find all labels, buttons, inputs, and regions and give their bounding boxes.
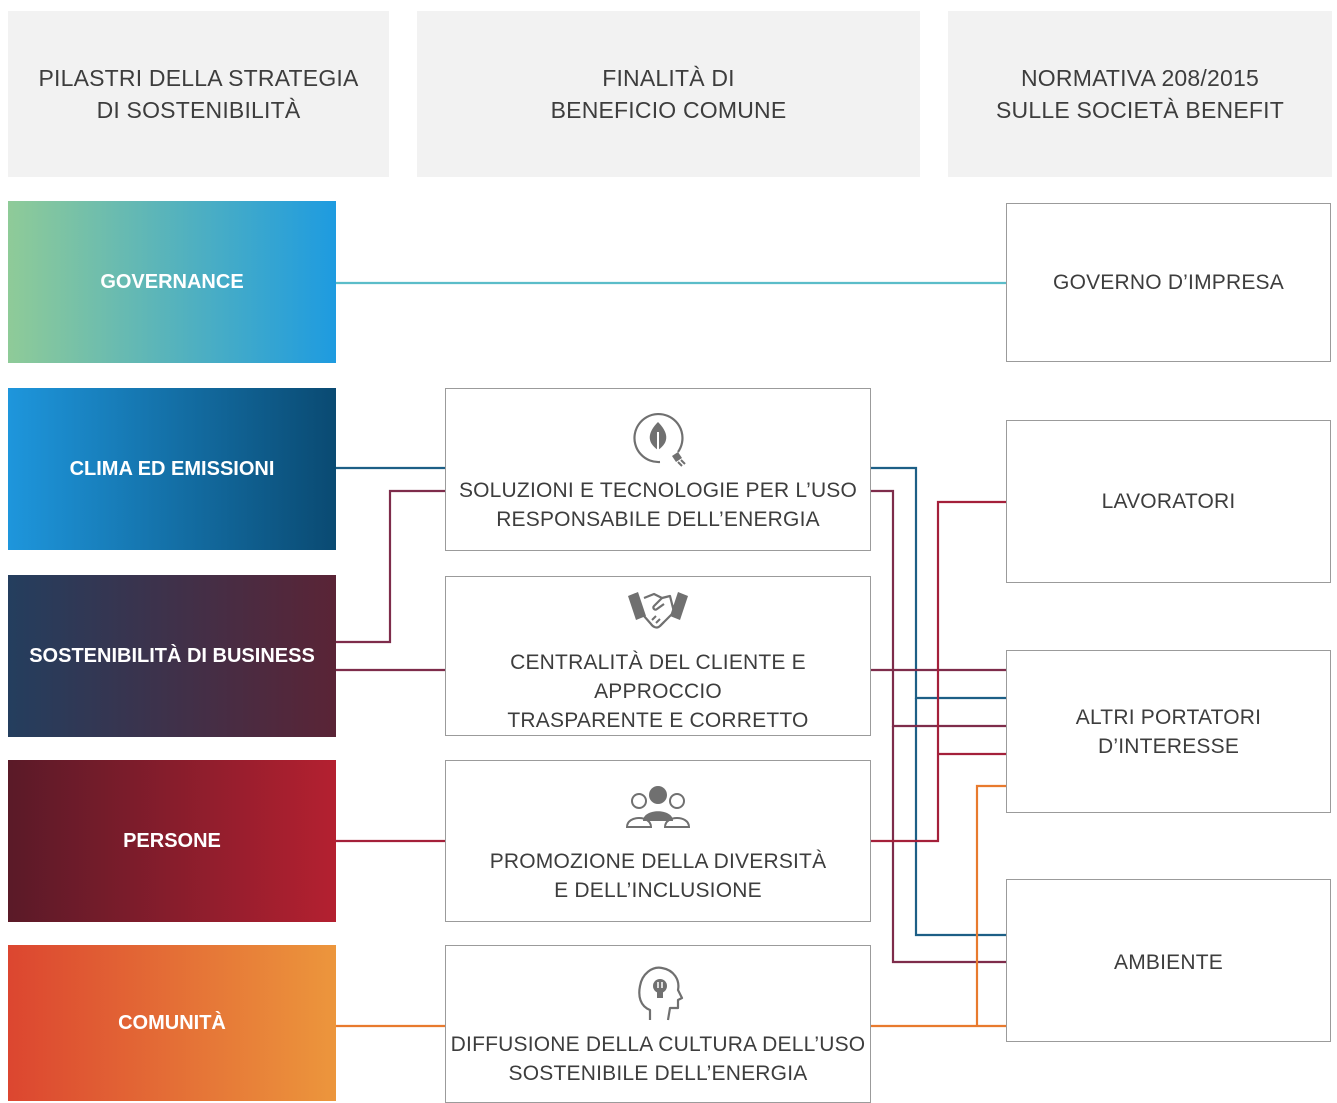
header-norms-line-2: SULLE SOCIETÀ BENEFIT: [996, 97, 1284, 123]
header-pillars-line-1: PILASTRI DELLA STRATEGIA: [38, 65, 359, 91]
purpose-centralita-line-1: CENTRALITÀ DEL CLIENTE E APPROCCIO: [510, 650, 806, 703]
purpose-diffusione-line-2: SOSTENIBILE DELL’ENERGIA: [508, 1062, 808, 1085]
pillar-persone-label: PERSONE: [123, 829, 221, 852]
pillar-clima-emissioni-label: CLIMA ED EMISSIONI: [69, 457, 275, 480]
purpose-diversita-line-2: E DELL’INCLUSIONE: [554, 879, 762, 902]
header-norms: NORMATIVA 208/2015 SULLE SOCIETÀ BENEFIT: [948, 11, 1332, 177]
leaf-plug-icon: [633, 412, 686, 467]
connector-diffusione-to-altri: [975, 784, 1006, 1026]
norm-lavoratori-label: LAVORATORI: [1101, 490, 1236, 513]
connector-soluzioni-to-ambiente-2: [891, 726, 1006, 964]
norm-altri-portatori: ALTRI PORTATORI D’INTERESSE: [1006, 650, 1331, 813]
pillar-sostenibilita-business: SOSTENIBILITÀ DI BUSINESS: [8, 575, 336, 737]
header-pillars-line-2: DI SOSTENIBILITÀ: [96, 97, 301, 123]
pillar-comunita: COMUNITÀ: [8, 945, 336, 1101]
connector-soluzioni-to-ambiente: [914, 698, 1006, 937]
connector-soluzioni-to-altri-2: [871, 489, 1006, 728]
header-purposes-line-1: FINALITÀ DI: [602, 65, 735, 91]
connector-business-to-soluzioni: [336, 489, 445, 644]
header-pillars: PILASTRI DELLA STRATEGIA DI SOSTENIBILIT…: [8, 11, 389, 177]
handshake-icon: [628, 591, 688, 629]
purpose-diversita-inclusione: PROMOZIONE DELLA DIVERSITÀ E DELL’INCLUS…: [445, 760, 871, 922]
norm-altri-portatori-line-1: ALTRI PORTATORI: [1075, 705, 1262, 729]
connector-diversita-to-lavoratori: [871, 500, 1006, 843]
head-lightbulb-icon: [638, 966, 684, 1021]
pillar-governance-label: GOVERNANCE: [100, 270, 244, 293]
purpose-diffusione-line-1: DIFFUSIONE DELLA CULTURA DELL’USO: [450, 1033, 866, 1056]
header-purposes-line-2: BENEFICIO COMUNE: [550, 97, 787, 123]
norm-ambiente-label: AMBIENTE: [1114, 951, 1223, 974]
pillar-comunita-label: COMUNITÀ: [118, 1011, 226, 1034]
pillar-sostenibilita-business-label: SOSTENIBILITÀ DI BUSINESS: [29, 644, 315, 667]
norm-altri-portatori-line-2: D’INTERESSE: [1097, 734, 1240, 758]
connector-soluzioni-to-altri: [871, 466, 1006, 700]
purpose-diversita-line-1: PROMOZIONE DELLA DIVERSITÀ: [489, 850, 827, 873]
header-purposes: FINALITÀ DI BENEFICIO COMUNE: [417, 11, 920, 177]
norm-governo-impresa: GOVERNO D’IMPRESA: [1006, 203, 1331, 362]
norm-lavoratori: LAVORATORI: [1006, 420, 1331, 583]
purpose-soluzioni-tecnologie: SOLUZIONI E TECNOLOGIE PER L’USO RESPONS…: [445, 388, 871, 551]
purpose-diffusione-cultura: DIFFUSIONE DELLA CULTURA DELL’USO SOSTEN…: [445, 945, 871, 1103]
pillar-persone: PERSONE: [8, 760, 336, 922]
norm-ambiente: AMBIENTE: [1006, 879, 1331, 1042]
norm-governo-impresa-label: GOVERNO D’IMPRESA: [1053, 271, 1284, 294]
pillar-clima-emissioni: CLIMA ED EMISSIONI: [8, 388, 336, 550]
header-norms-line-1: NORMATIVA 208/2015: [1021, 65, 1259, 91]
pillar-governance: GOVERNANCE: [8, 201, 336, 363]
purpose-soluzioni-line-2: RESPONSABILE DELL’ENERGIA: [496, 507, 820, 531]
purpose-soluzioni-line-1: SOLUZIONI E TECNOLOGIE PER L’USO: [458, 478, 858, 502]
purpose-centralita-cliente: CENTRALITÀ DEL CLIENTE E APPROCCIO TRASP…: [445, 576, 871, 736]
purpose-centralita-line-2: TRASPARENTE E CORRETTO: [507, 708, 809, 732]
people-group-icon: [626, 786, 690, 828]
